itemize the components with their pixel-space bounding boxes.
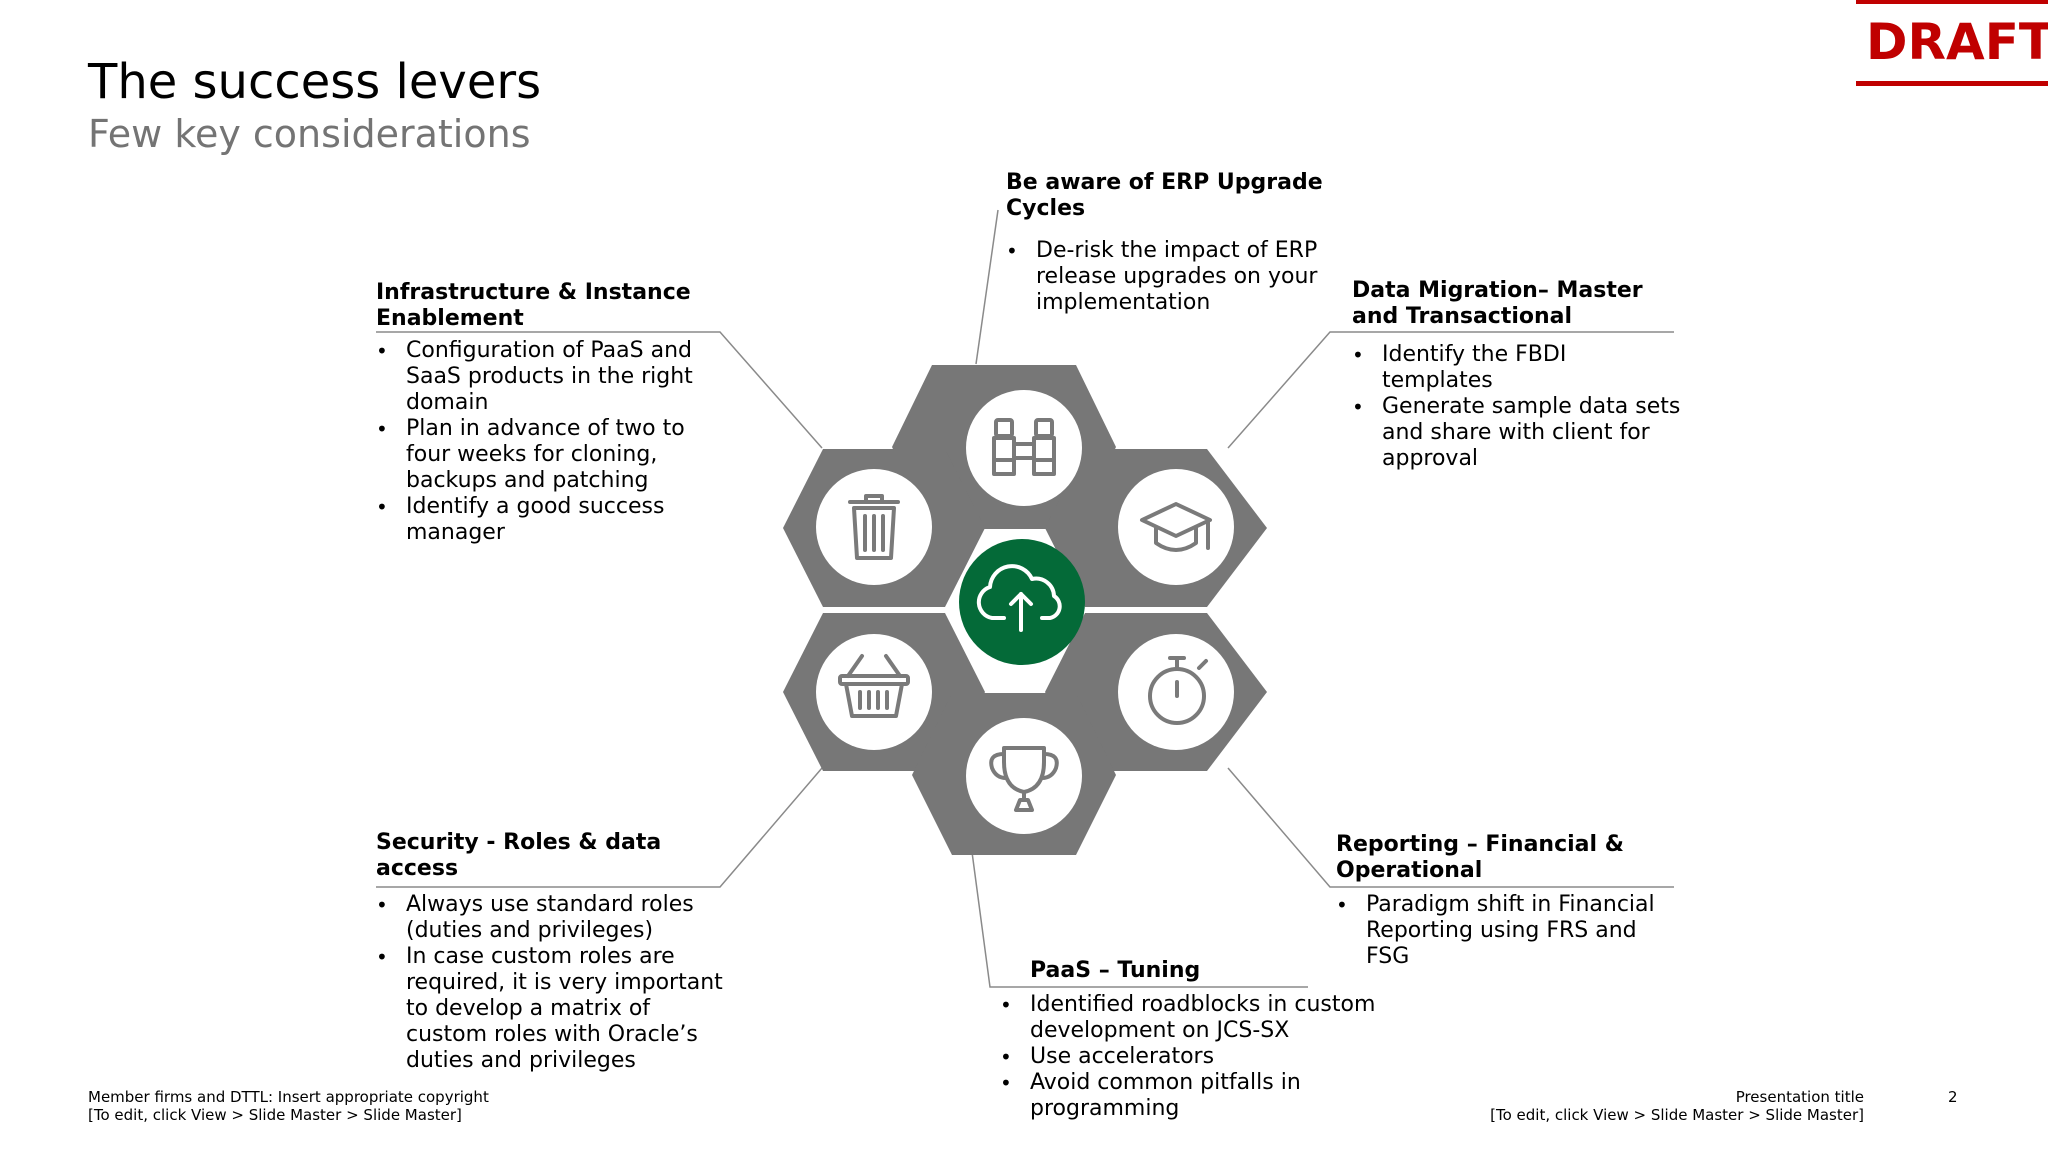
lever-heading: Infrastructure & Instance Enablement (376, 280, 691, 331)
connector-migration (1227, 331, 1674, 449)
stopwatch-icon (1148, 656, 1208, 725)
connector-reporting (1227, 767, 1674, 888)
lever-heading: Security - Roles & data access (376, 830, 662, 881)
bullet-list: Identified roadblocks in custom developm… (1000, 992, 1380, 1122)
lever-heading: Be aware of ERP Upgrade Cycles (1006, 170, 1323, 221)
bullet-item: Identify the FBDI templates (1352, 342, 1682, 394)
page-number: 2 (1948, 1088, 1958, 1106)
bullet-list: Identify the FBDI templates Generate sam… (1352, 342, 1682, 472)
circle-bottom (966, 718, 1082, 834)
lever-paas: PaaS – Tuning Identified roadblocks in c… (1000, 958, 1380, 1122)
copyright-edit-hint: [To edit, click View > Slide Master > Sl… (88, 1106, 462, 1124)
cloud-upload-icon (976, 564, 1062, 632)
lever-migration: Data Migration– Master and Transactional… (1352, 278, 1682, 472)
binoculars-icon (992, 418, 1056, 476)
bullet-item: Plan in advance of two to four weeks for… (376, 416, 712, 494)
lever-reporting: Reporting – Financial & Operational Para… (1336, 832, 1666, 970)
bullet-item: Configuration of PaaS and SaaS products … (376, 338, 712, 416)
lever-heading: Reporting – Financial & Operational (1336, 832, 1624, 883)
bullet-list: Always use standard roles (duties and pr… (376, 892, 738, 1074)
connector-erp (975, 209, 999, 365)
bullet-item: Always use standard roles (duties and pr… (376, 892, 738, 944)
bullet-list: Configuration of PaaS and SaaS products … (376, 338, 712, 546)
lever-heading: Data Migration– Master and Transactional (1352, 278, 1643, 329)
bullet-item: Generate sample data sets and share with… (1352, 394, 1682, 472)
draft-stamp: DRAFT (1856, 0, 2048, 86)
bullet-item: De-risk the impact of ERP release upgrad… (1006, 238, 1326, 316)
trophy-icon (989, 746, 1059, 812)
bullet-list: Paradigm shift in Financial Reporting us… (1336, 892, 1666, 970)
page-subtitle: Few key considerations (88, 112, 531, 156)
bullet-item: Identify a good success manager (376, 494, 712, 546)
connector-infra (376, 331, 823, 449)
lever-security: Security - Roles & data access Always us… (376, 830, 738, 1074)
bullet-item: Avoid common pitfalls in programming (1000, 1070, 1380, 1122)
connector-paas (971, 851, 1308, 988)
graduation-cap-icon (1140, 502, 1212, 552)
footer-presentation: Presentation title [To edit, click View … (1490, 1088, 1864, 1124)
presentation-edit-hint: [To edit, click View > Slide Master > Sl… (1490, 1106, 1864, 1124)
lever-heading: PaaS – Tuning (1030, 958, 1201, 983)
connector-security (376, 767, 823, 888)
bullet-item: In case custom roles are required, it is… (376, 944, 738, 1074)
trash-icon (848, 494, 900, 560)
page-title: The success levers (88, 54, 542, 110)
bullet-item: Paradigm shift in Financial Reporting us… (1336, 892, 1666, 970)
footer-copyright: Member firms and DTTL: Insert appropriat… (88, 1088, 489, 1124)
lever-infra: Infrastructure & Instance Enablement Con… (376, 280, 712, 546)
bullet-item: Use accelerators (1000, 1044, 1380, 1070)
circle-upper-right (1118, 469, 1234, 585)
copyright-line: Member firms and DTTL: Insert appropriat… (88, 1088, 489, 1106)
basket-icon (838, 654, 910, 718)
bullet-item: Identified roadblocks in custom developm… (1000, 992, 1380, 1044)
bullet-list: De-risk the impact of ERP release upgrad… (1006, 238, 1326, 316)
circle-top (966, 390, 1082, 506)
circle-lower-left (816, 634, 932, 750)
lever-erp: Be aware of ERP Upgrade Cycles De-risk t… (1006, 170, 1326, 316)
presentation-title: Presentation title (1735, 1088, 1864, 1106)
